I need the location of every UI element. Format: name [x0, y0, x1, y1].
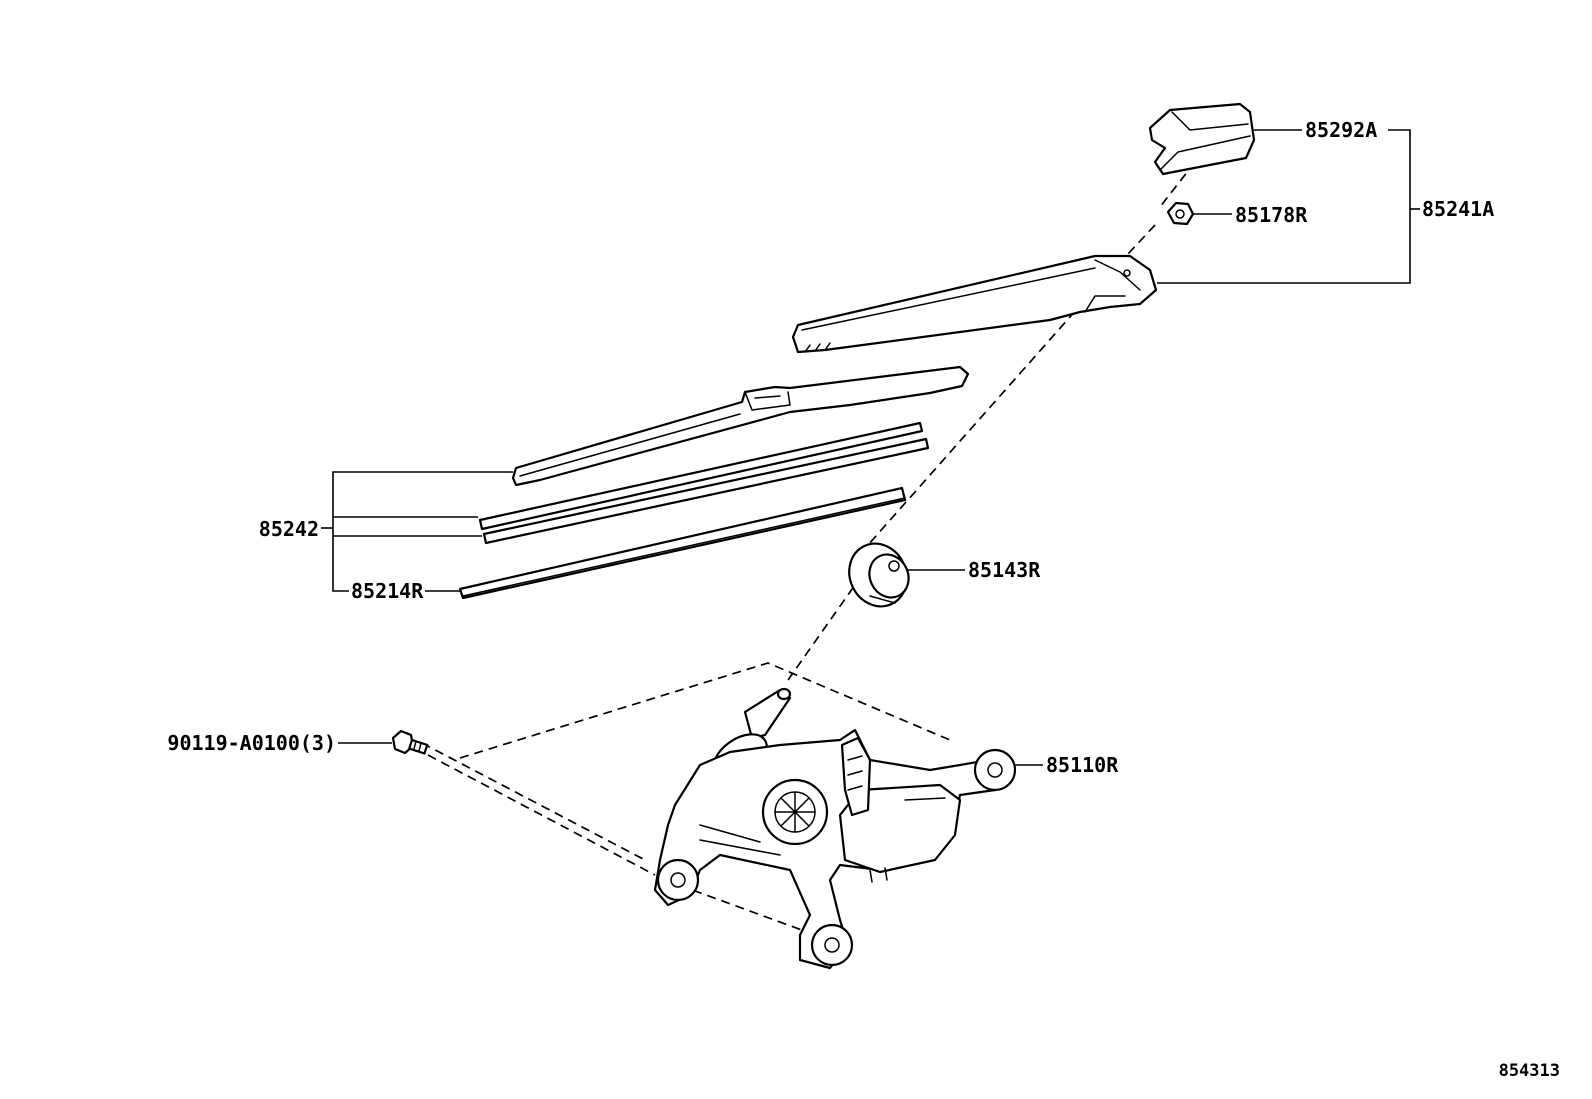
blade-strips-part — [458, 421, 930, 600]
wiper-motor-part — [653, 687, 1017, 970]
wiper-blade-frame-part — [511, 365, 970, 487]
arm-cover-part — [1148, 102, 1256, 176]
callout-pivot-cap: 85143R — [968, 558, 1041, 582]
callout-bolt: 90119-A0100(3) — [167, 731, 336, 755]
pivot-cap-part — [848, 542, 910, 608]
assembly-dashed-lines — [421, 161, 1196, 934]
callout-motor: 85110R — [1046, 753, 1119, 777]
wiper-arm-part — [791, 254, 1158, 354]
callout-blade-rubber: 85214R — [351, 579, 424, 603]
leader-lines — [321, 129, 1420, 766]
arm-nut-part — [1166, 201, 1195, 226]
diagram-reference-number: 854313 — [1499, 1061, 1560, 1081]
callout-arm-cover: 85292A — [1305, 118, 1377, 142]
callout-arm-assy: 85241A — [1422, 197, 1494, 221]
callout-arm-nut: 85178R — [1235, 203, 1308, 227]
bolt-part — [391, 729, 429, 755]
callout-blade-assy: 85242 — [259, 517, 319, 541]
